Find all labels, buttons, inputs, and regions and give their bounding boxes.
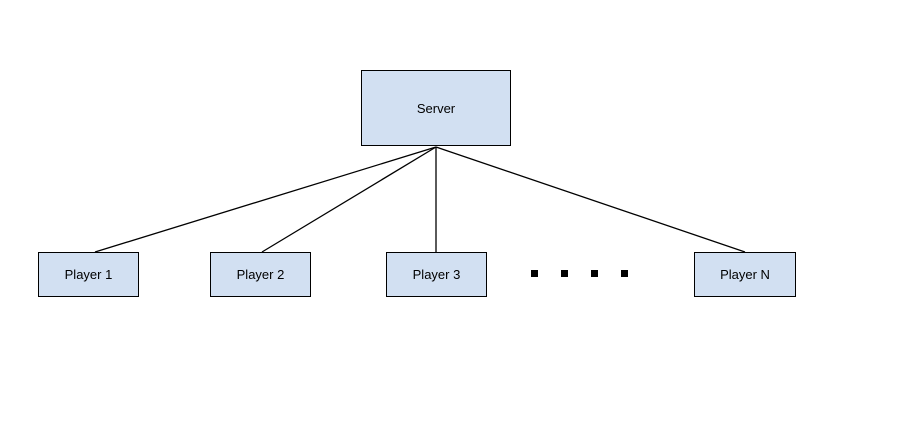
player-1-node[interactable]: Player 1: [38, 252, 139, 297]
player-n-node[interactable]: Player N: [694, 252, 796, 297]
ellipsis-indicator: [531, 270, 628, 277]
player-2-node[interactable]: Player 2: [210, 252, 311, 297]
server-node[interactable]: Server: [361, 70, 511, 146]
player-1-node-label: Player 1: [64, 267, 113, 282]
edge-server-to-player-1: [94, 146, 437, 253]
edge-server-to-player-n: [435, 146, 746, 253]
ellipsis-dot: [531, 270, 538, 277]
player-2-node-label: Player 2: [236, 267, 285, 282]
ellipsis-dot: [561, 270, 568, 277]
player-n-node-label: Player N: [720, 267, 770, 282]
ellipsis-dot: [591, 270, 598, 277]
edge-server-to-player-2: [261, 146, 437, 253]
ellipsis-dot: [621, 270, 628, 277]
player-3-node-label: Player 3: [412, 267, 461, 282]
server-node-label: Server: [416, 100, 456, 116]
player-3-node[interactable]: Player 3: [386, 252, 487, 297]
edge-group: [94, 146, 746, 253]
